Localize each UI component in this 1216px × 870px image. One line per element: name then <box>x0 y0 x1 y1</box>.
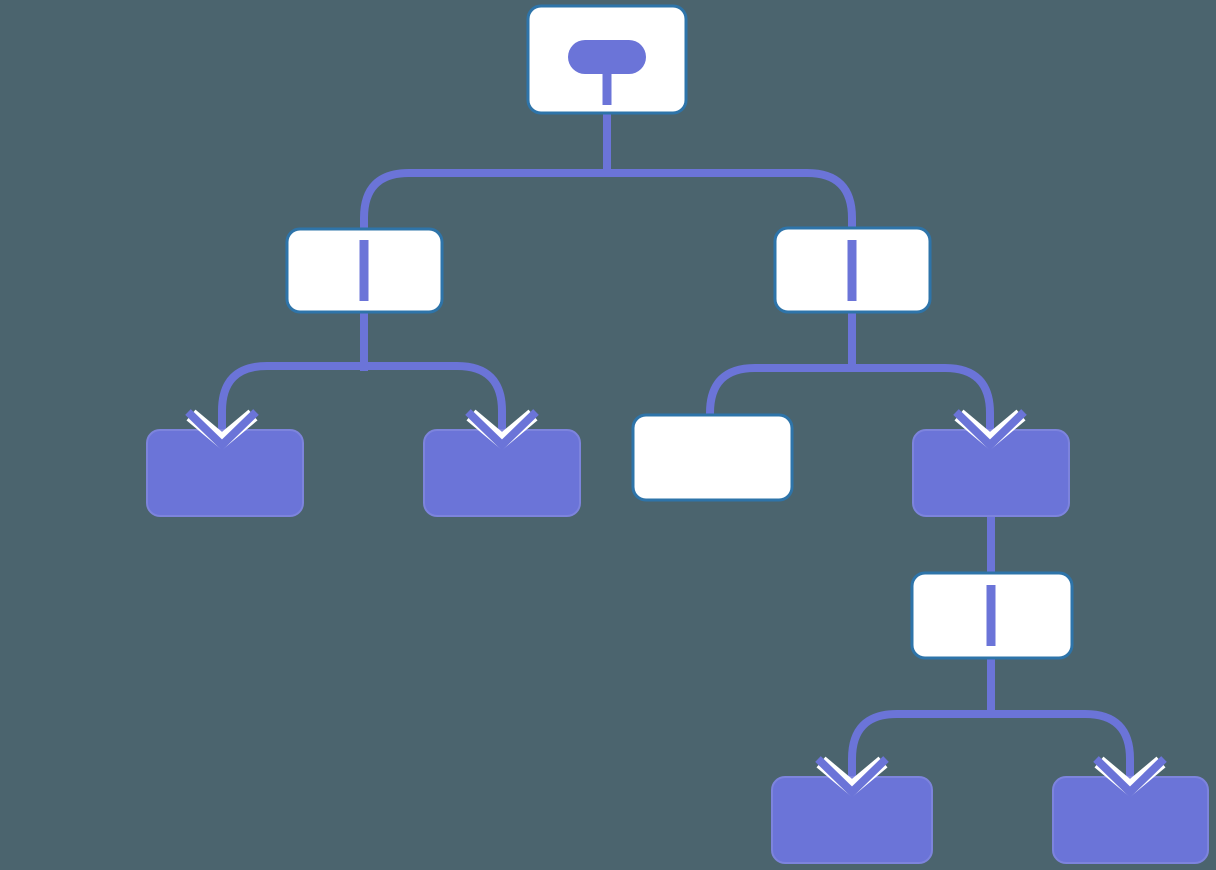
edges <box>218 112 1134 779</box>
leaf-2-card[interactable] <box>423 429 581 517</box>
leaf-3-card[interactable] <box>771 776 933 864</box>
pill-icon <box>568 40 646 74</box>
child-plain-card[interactable] <box>631 413 794 502</box>
vertical-bar-icon <box>986 585 996 646</box>
node-root[interactable] <box>526 4 688 115</box>
vertical-bar-icon <box>847 240 857 301</box>
node-leaf-4[interactable] <box>1052 776 1209 864</box>
leaf-4-card[interactable] <box>1052 776 1209 864</box>
arrowheads <box>185 409 1167 798</box>
edge-root-split <box>360 169 856 229</box>
node-branch-left[interactable] <box>285 227 444 314</box>
double-chevron-arrow-icon <box>953 409 1027 451</box>
node-branch-lower[interactable] <box>910 571 1074 660</box>
node-mid[interactable] <box>912 429 1070 517</box>
double-chevron-arrow-icon <box>815 756 889 798</box>
double-chevron-arrow-icon <box>465 409 539 451</box>
node-leaf-2[interactable] <box>423 429 581 517</box>
edge-branch-left-split <box>218 362 506 432</box>
mid-node-card[interactable] <box>912 429 1070 517</box>
pill-stem-icon <box>602 72 612 105</box>
double-chevron-arrow-icon <box>1093 756 1167 798</box>
vertical-bar-icon <box>359 240 369 301</box>
edge-branch-right-split <box>706 364 994 432</box>
node-leaf-3[interactable] <box>771 776 933 864</box>
node-branch-right[interactable] <box>773 226 932 314</box>
node-child-plain[interactable] <box>631 413 794 502</box>
edge-branch-lower-split <box>848 710 1134 779</box>
double-chevron-arrow-icon <box>185 409 259 451</box>
